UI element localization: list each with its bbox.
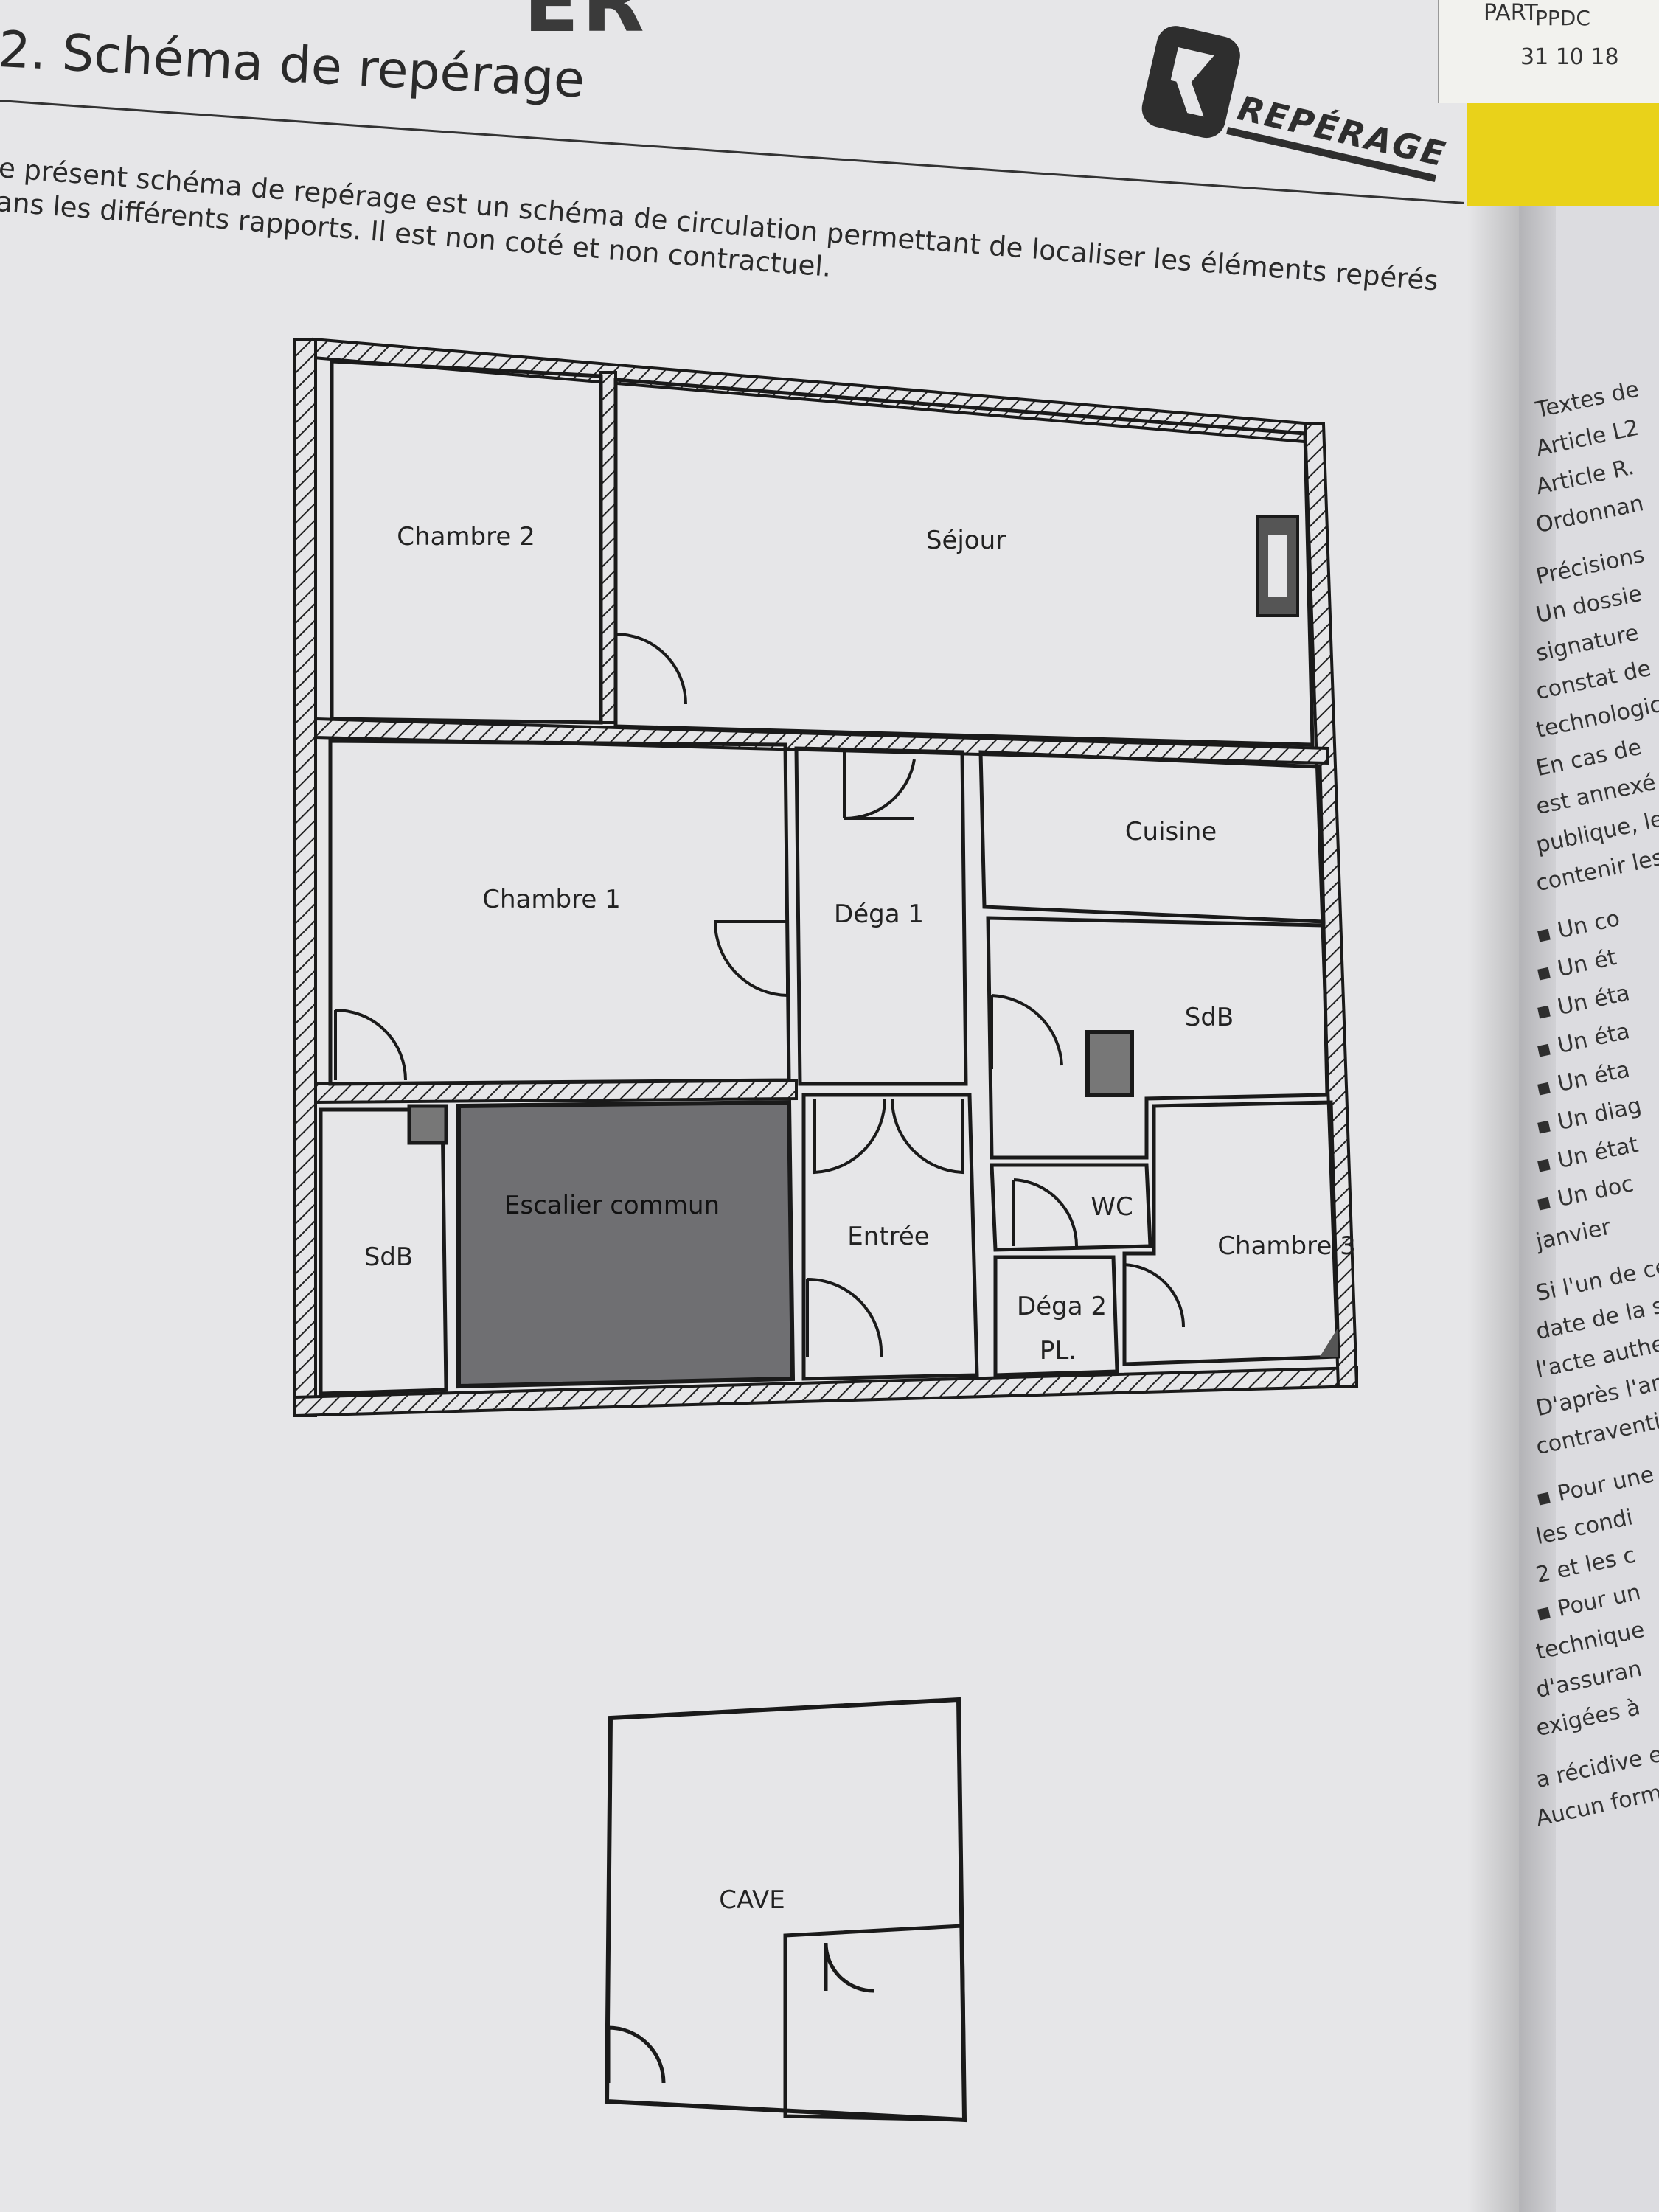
door-entree-bottom-icon [806,1277,883,1357]
sticker-line-3: 31 10 18 [1520,44,1619,70]
room-chambre2 [330,359,603,725]
interior-wall-1 [314,717,1329,765]
room-entree [801,1093,979,1381]
room-cave-inner [783,1924,967,2122]
label-chambre1: Chambre 1 [482,885,621,914]
corner-mark-icon [1320,1327,1338,1357]
door-dega1-top-icon [843,748,916,821]
door-entree-double-left-icon [813,1098,887,1175]
logo-mark-icon [1138,22,1245,142]
duct-sdb-left-icon [407,1104,448,1145]
room-chambre3 [1122,1100,1340,1366]
room-wc [990,1163,1152,1252]
door-sdb-right-icon [990,994,1063,1069]
door-chambre3-icon [1123,1263,1186,1328]
outer-wall-bottom [293,1366,1358,1418]
label-chambre3: Chambre 3 [1217,1231,1356,1261]
door-chambre1-right-icon [713,920,789,998]
sticker-line-2: PPDC [1535,6,1590,30]
door-entree-double-right-icon [890,1098,964,1175]
room-sejour [613,378,1315,747]
label-sdb-right: SdB [1184,1003,1234,1032]
book-gutter [1467,0,1556,2212]
door-chambre1-left-icon [334,1009,407,1081]
label-dega2: Déga 2 [1017,1292,1107,1321]
label-wc: WC [1091,1192,1133,1222]
door-cave-left-icon [606,2025,666,2084]
floor-plan [293,337,1359,2123]
label-dega1: Déga 1 [834,900,924,929]
door-chambre2-icon [614,633,687,705]
label-sdb-left: SdB [364,1242,414,1272]
label-pl: PL. [1039,1336,1077,1366]
sticker: PART PPDC 31 10 18 [1438,0,1659,103]
label-cave: CAVE [719,1885,785,1915]
label-cuisine: Cuisine [1124,817,1217,846]
interior-wall-3 [599,371,617,724]
door-cave-inner-icon [824,1942,874,1993]
reperage-logo: REPÉRAGE [1135,22,1463,206]
header-fragment: ER [524,0,647,50]
label-chambre2: Chambre 2 [397,522,535,552]
room-cuisine [978,750,1326,924]
sticker-line-1: PART [1484,0,1538,26]
room-dega1 [794,746,968,1086]
label-sejour: Séjour [925,526,1006,555]
label-entree: Entrée [847,1222,930,1251]
outer-wall-left [293,338,317,1417]
outer-wall-top [312,337,1314,445]
room-sdb-left [319,1107,448,1396]
door-wc-icon [1012,1178,1079,1247]
label-escalier-commun: Escalier commun [504,1191,720,1220]
room-chambre1 [328,739,791,1086]
room-sdb-right [986,916,1329,1160]
room-escalier-commun [456,1099,796,1389]
duct-sdb-icon [1085,1030,1134,1097]
room-dega2 [993,1255,1119,1377]
